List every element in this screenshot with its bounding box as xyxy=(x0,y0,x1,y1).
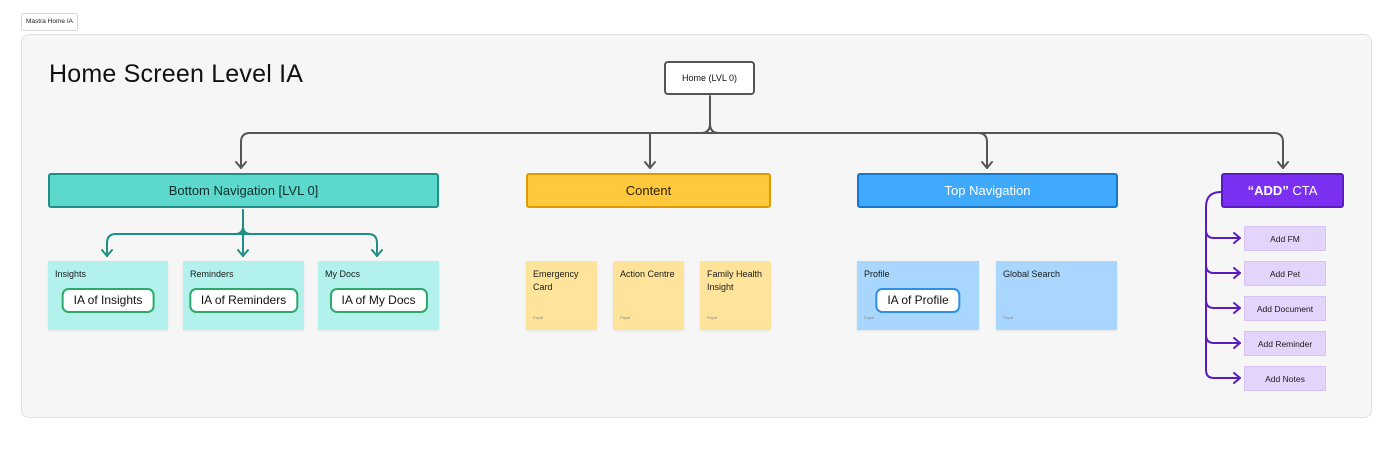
connector-add-cta-stem xyxy=(1205,191,1222,379)
sticky-author: Payal xyxy=(1003,315,1014,320)
cta-item-add-reminder[interactable]: Add Reminder xyxy=(1244,331,1326,356)
sticky-insights[interactable]: Insights IA of Insights xyxy=(48,261,168,330)
connector-root-stem xyxy=(700,95,711,134)
connector-bottom-nav-stem xyxy=(234,209,244,235)
sticky-author: Payal xyxy=(620,315,631,320)
cta-item-add-document[interactable]: Add Document xyxy=(1244,296,1326,321)
add-cta-quoted: “ADD” xyxy=(1247,183,1289,198)
connector-bottom-nav-branch xyxy=(115,233,378,257)
sticky-my-docs[interactable]: My Docs IA of My Docs xyxy=(318,261,439,330)
sticky-family-health-insight[interactable]: Family Health Insight Payal xyxy=(700,261,771,330)
sticky-emergency-card[interactable]: Emergency Card Payal xyxy=(526,261,597,330)
page-title: Home Screen Level IA xyxy=(49,60,304,88)
connector-root-trunk xyxy=(249,132,1284,169)
cta-item-add-pet[interactable]: Add Pet xyxy=(1244,261,1326,286)
sticky-action-centre[interactable]: Action Centre Payal xyxy=(613,261,684,330)
pill-ia-profile[interactable]: IA of Profile xyxy=(875,288,961,313)
node-bottom-navigation[interactable]: Bottom Navigation [LVL 0] xyxy=(48,173,439,208)
sticky-author: Payal xyxy=(533,315,544,320)
sticky-label: Global Search xyxy=(1003,269,1061,279)
sticky-label: Profile xyxy=(864,269,890,279)
sticky-label: My Docs xyxy=(325,269,361,279)
connector-to-top-nav xyxy=(977,132,988,169)
sticky-label: Action Centre xyxy=(620,269,675,279)
sticky-author: Payal xyxy=(864,315,875,320)
pill-ia-reminders[interactable]: IA of Reminders xyxy=(188,288,299,313)
sticky-global-search[interactable]: Global Search Payal xyxy=(996,261,1117,330)
sticky-label: Insights xyxy=(55,269,87,279)
sticky-label: Family Health Insight xyxy=(707,269,763,292)
frame-label[interactable]: Mastra Home IA xyxy=(21,13,78,31)
root-node-home[interactable]: Home (LVL 0) xyxy=(664,61,755,95)
node-add-cta[interactable]: “ADD” CTA xyxy=(1221,173,1344,208)
add-cta-rest: CTA xyxy=(1288,183,1318,198)
node-content[interactable]: Content xyxy=(526,173,771,208)
sticky-label: Reminders xyxy=(190,269,234,279)
canvas-board xyxy=(21,34,1372,418)
sticky-reminders[interactable]: Reminders IA of Reminders xyxy=(183,261,304,330)
sticky-author: Payal xyxy=(707,315,718,320)
sticky-profile[interactable]: Profile IA of Profile Payal xyxy=(857,261,979,330)
node-top-navigation[interactable]: Top Navigation xyxy=(857,173,1118,208)
cta-item-add-fm[interactable]: Add FM xyxy=(1244,226,1326,251)
pill-ia-my-docs[interactable]: IA of My Docs xyxy=(329,288,428,313)
connector-to-bottom-nav xyxy=(240,132,251,169)
pill-ia-insights[interactable]: IA of Insights xyxy=(61,288,155,313)
sticky-label: Emergency Card xyxy=(533,269,579,292)
cta-item-add-notes[interactable]: Add Notes xyxy=(1244,366,1326,391)
